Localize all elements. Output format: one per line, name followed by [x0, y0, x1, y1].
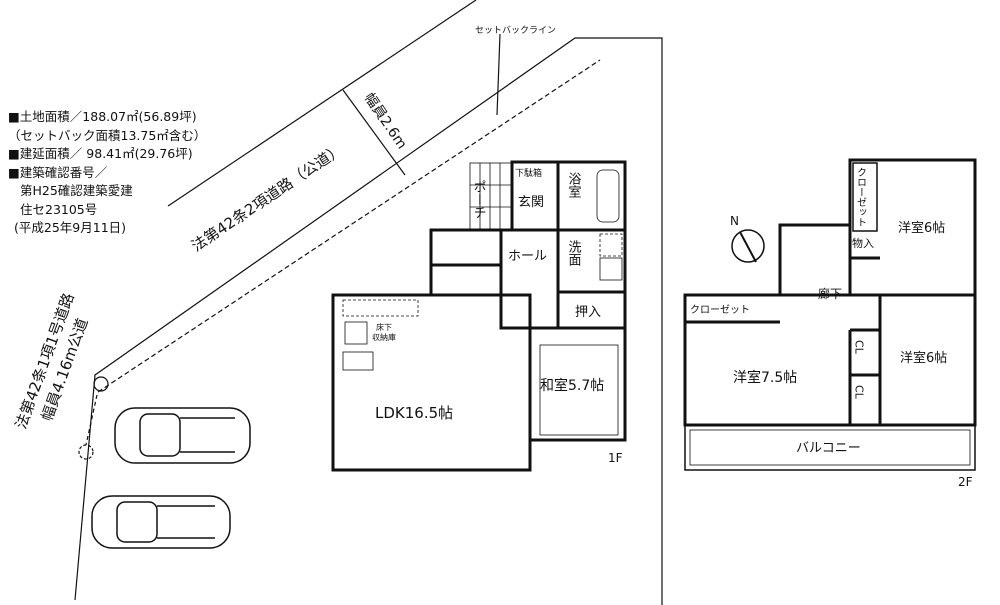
room-cl-2: CL	[853, 385, 866, 400]
car-icon	[91, 495, 231, 549]
room-ldk: LDK16.5帖	[375, 404, 453, 422]
permit-number-1: 第H25確認建築愛建	[20, 183, 133, 198]
permit-label: ■建築確認番号／	[8, 164, 108, 180]
land-area: ■土地面積／188.07㎡(56.89坪)	[8, 109, 197, 124]
room-balcony: バルコニー	[796, 441, 861, 456]
room-bath: 浴室	[566, 172, 582, 198]
room-closet: 押入	[575, 305, 601, 320]
permit-date: (平成25年9月11日)	[14, 220, 127, 235]
swing-path	[85, 394, 98, 446]
room-japanese: 和室5.7帖	[540, 377, 604, 394]
room-bedroom-ne: 洋室6帖	[898, 220, 945, 236]
setback-area: （セットバック面積13.75㎡含む）	[8, 127, 207, 143]
tree-2	[78, 444, 94, 460]
setback-line	[97, 59, 601, 393]
underfloor-storage-1: 床下	[376, 322, 392, 332]
setback-label: セットバックライン	[475, 25, 556, 36]
room-washroom: 洗面	[566, 240, 582, 266]
floor1-plan	[331, 160, 627, 472]
floor2-balcony	[684, 162, 976, 471]
permit-number-2: 住セ23105号	[20, 201, 98, 217]
road-north-edge	[167, 0, 477, 207]
site-info-block: ■土地面積／188.07㎡(56.89坪) （セットバック面積13.75㎡含む）…	[8, 108, 206, 238]
compass-label: N	[730, 214, 739, 228]
north-road-width: 幅員2.6m	[361, 90, 410, 152]
porch-tiles	[342, 162, 623, 436]
lot-boundary	[74, 37, 663, 605]
room-storage: 物入	[852, 236, 874, 250]
site-lines	[74, 0, 663, 605]
room-entrance: 玄関	[518, 195, 544, 210]
north-compass-icon	[731, 229, 765, 263]
room-bedroom-se: 洋室6帖	[900, 350, 947, 366]
room-corridor: 廊下	[818, 286, 842, 301]
floor2-plan	[683, 158, 977, 427]
tree-1	[93, 376, 109, 392]
floor-area: ■建延面積／ 98.41㎡(29.76坪)	[8, 146, 193, 161]
underfloor-storage-2: 収納庫	[372, 332, 396, 342]
room-cl-1: CL	[853, 340, 866, 355]
north-road-label: 法第42条2項道路（公道）	[188, 140, 346, 255]
room-shoe-box: 下駄箱	[515, 167, 542, 179]
car-icon	[114, 407, 251, 464]
room-bedroom-main: 洋室7.5帖	[733, 369, 797, 386]
room-porch: ポーチ	[471, 180, 486, 219]
room-closet-top: クローゼット	[855, 167, 867, 227]
floor2-label: 2F	[958, 475, 973, 489]
floor1-label: 1F	[608, 451, 623, 465]
setback-leader	[496, 33, 501, 116]
room-closet-left: クローゼット	[690, 304, 750, 316]
width-arrow	[342, 89, 406, 176]
room-hall: ホール	[508, 249, 547, 264]
